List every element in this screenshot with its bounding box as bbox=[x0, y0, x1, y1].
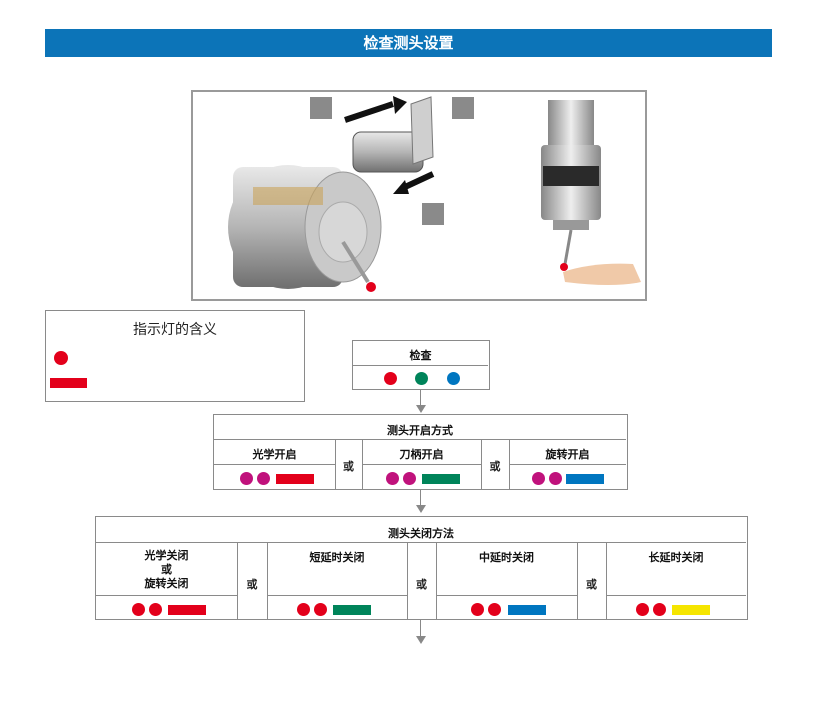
magenta-led-icon bbox=[403, 472, 416, 485]
optical-on-label: 光学开启 bbox=[214, 446, 335, 462]
magenta-led-icon bbox=[240, 472, 253, 485]
green-steady-icon bbox=[333, 605, 371, 615]
arrow-down-icon bbox=[416, 405, 426, 413]
red-led-icon bbox=[314, 603, 327, 616]
legend-flash-icon bbox=[54, 351, 68, 365]
red-led-icon bbox=[471, 603, 484, 616]
red-led-icon bbox=[384, 372, 397, 385]
shank-on-label: 刀柄开启 bbox=[362, 446, 481, 462]
magenta-led-icon bbox=[532, 472, 545, 485]
step-marker bbox=[422, 203, 444, 225]
probe-photo bbox=[191, 90, 647, 301]
arrow-down-icon bbox=[416, 636, 426, 644]
or-label: 或 bbox=[237, 576, 267, 592]
red-led-icon bbox=[488, 603, 501, 616]
red-led-icon bbox=[636, 603, 649, 616]
page-title: 检查测头设置 bbox=[45, 29, 772, 57]
or-label: 或 bbox=[335, 458, 362, 474]
battery-cassette bbox=[353, 97, 433, 172]
blue-steady-icon bbox=[566, 474, 604, 484]
magenta-led-icon bbox=[549, 472, 562, 485]
switch-on-box: 测头开启方式 光学开启 或 刀柄开启 或 旋转开启 bbox=[213, 414, 628, 490]
long-delay-off-label: 长延时关闭 bbox=[606, 549, 746, 565]
legend-title: 指示灯的含义 bbox=[46, 319, 304, 339]
step-marker bbox=[310, 97, 332, 119]
red-led-icon bbox=[149, 603, 162, 616]
check-label: 检查 bbox=[353, 347, 488, 363]
spin-off-label: 旋转关闭 bbox=[96, 575, 237, 591]
switch-off-box: 测头关闭方法 光学关闭 或 旋转关闭 或 短延时关闭 或 中延时关闭 或 长延时… bbox=[95, 516, 748, 620]
step-marker bbox=[452, 97, 474, 119]
probe-illustration bbox=[193, 92, 645, 299]
legend-steady-icon bbox=[50, 378, 87, 388]
green-led-icon bbox=[415, 372, 428, 385]
red-steady-icon bbox=[168, 605, 206, 615]
magenta-led-icon bbox=[386, 472, 399, 485]
probe-body bbox=[228, 165, 381, 292]
yellow-steady-icon bbox=[672, 605, 710, 615]
red-steady-icon bbox=[276, 474, 314, 484]
red-led-icon bbox=[132, 603, 145, 616]
short-delay-off-label: 短延时关闭 bbox=[267, 549, 407, 565]
or-label: 或 bbox=[577, 576, 606, 592]
or-label: 或 bbox=[481, 458, 509, 474]
medium-delay-off-label: 中延时关闭 bbox=[436, 549, 577, 565]
legend-box: 指示灯的含义 bbox=[45, 310, 305, 402]
red-led-icon bbox=[653, 603, 666, 616]
probe-on-hand bbox=[541, 100, 641, 285]
switch-off-title: 测头关闭方法 bbox=[96, 525, 746, 541]
or-label: 或 bbox=[407, 576, 436, 592]
magenta-led-icon bbox=[257, 472, 270, 485]
blue-led-icon bbox=[447, 372, 460, 385]
green-steady-icon bbox=[422, 474, 460, 484]
red-led-icon bbox=[297, 603, 310, 616]
switch-on-title: 测头开启方式 bbox=[214, 422, 626, 438]
spin-on-label: 旋转开启 bbox=[509, 446, 626, 462]
blue-steady-icon bbox=[508, 605, 546, 615]
arrow-down-icon bbox=[416, 505, 426, 513]
check-box: 检查 bbox=[352, 340, 490, 390]
